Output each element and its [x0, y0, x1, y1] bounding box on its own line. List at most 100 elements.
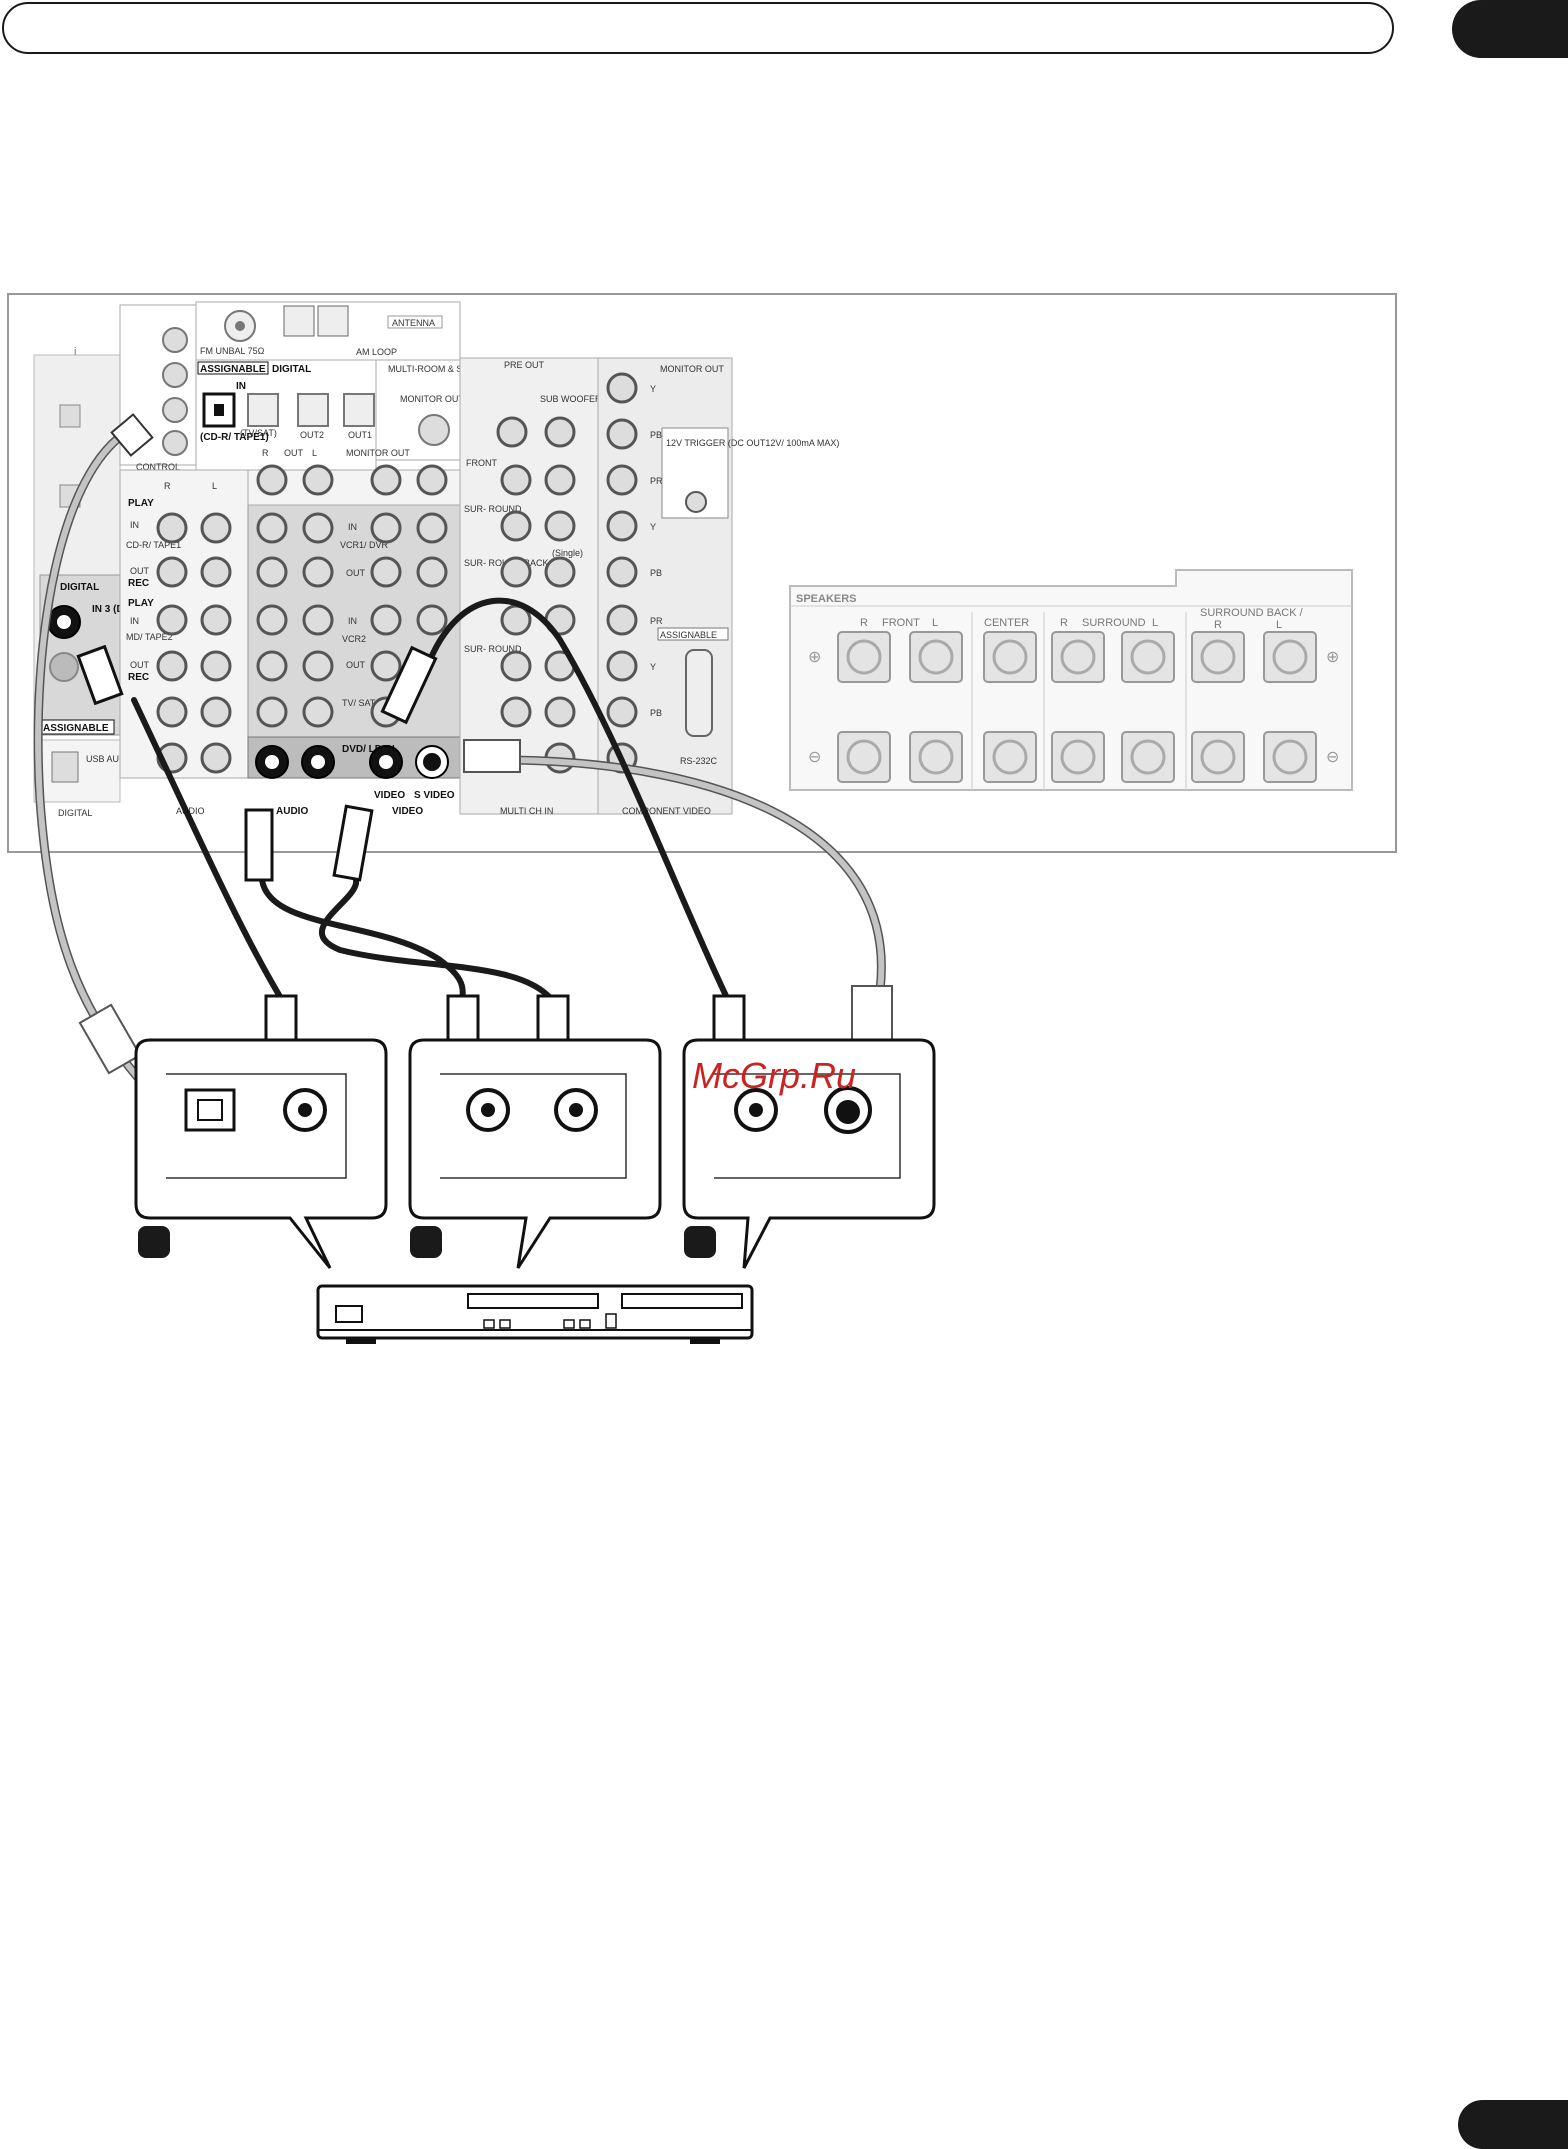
in-label-2: IN — [130, 616, 139, 626]
sub-woofer-label: SUB WOOFER — [540, 394, 602, 404]
out-label-2: OUT — [130, 660, 150, 670]
surround-label: SUR- ROUND — [464, 504, 522, 514]
front-r-label: R — [860, 617, 868, 629]
grid-l2-label: L — [312, 448, 317, 458]
monitor-out-label: MONITOR OUT — [346, 448, 410, 458]
callout-badge-2 — [410, 1226, 442, 1258]
play-label-1: PLAY — [128, 498, 154, 509]
dvd-ld-in-label: DVD/ LD IN — [342, 744, 395, 755]
surround-back-sp-label: SURROUND BACK / — [1200, 607, 1304, 619]
out2-label: OUT2 — [300, 430, 324, 440]
player-optical-out-jack[interactable] — [184, 1088, 236, 1132]
info-icon: i — [74, 346, 76, 358]
single-label: (Single) — [552, 548, 583, 558]
minus-icon-left: ⊖ — [808, 749, 821, 766]
minus-icon-right: ⊖ — [1326, 749, 1339, 766]
pb-label-2: PB — [650, 568, 662, 578]
callout-badge-1 — [138, 1226, 170, 1258]
video-section-label: VIDEO — [392, 806, 423, 817]
vcr1-dvr-label: VCR1/ DVR — [340, 540, 389, 550]
front-label: FRONT — [466, 458, 497, 468]
callout-2 — [408, 1038, 662, 1269]
vcr-out-label: OUT — [346, 568, 366, 578]
chapter-tab — [1452, 0, 1568, 58]
y-label-2: Y — [650, 522, 656, 532]
multi-room-label: MULTI-ROOM & SOURCE — [388, 364, 495, 374]
digital-label: DIGITAL — [60, 582, 99, 593]
s-video-label: S VIDEO — [414, 790, 455, 801]
dvd-player — [316, 1284, 754, 1344]
in-label-1: IN — [130, 520, 139, 530]
callout-badge-3 — [684, 1226, 716, 1258]
dvd-ld-audio-jacks[interactable] — [255, 745, 335, 779]
plus-icon-right: ⊕ — [1326, 649, 1339, 666]
pb-label-3: PB — [650, 708, 662, 718]
pr-label-1: PR — [650, 476, 663, 486]
pb-label-1: PB — [650, 430, 662, 440]
y-label-3: Y — [650, 662, 656, 672]
multi-ch-in-label: MULTI CH IN — [500, 806, 553, 816]
receiver-rear-panel: i DIGITAL IN 3 (DVD/ LD) ASSIGNABLE USB … — [33, 301, 839, 818]
multi-room-monitor-out-label: MONITOR OUT — [400, 394, 464, 404]
vcr2-in-label: IN — [348, 616, 357, 626]
center-label: CENTER — [984, 617, 1029, 629]
assignable-label-left: ASSIGNABLE — [43, 723, 109, 734]
rec-label-1: REC — [128, 578, 149, 589]
audio-label: AUDIO — [276, 806, 308, 817]
assignable-digital-label: ASSIGNABLE — [200, 364, 266, 375]
monitor-out-cv-label: MONITOR OUT — [660, 364, 724, 374]
vcr2-label: VCR2 — [342, 634, 366, 644]
surround-sp-label: SURROUND — [1082, 617, 1146, 629]
watermark: McGrp.Ru — [692, 1055, 856, 1096]
digital-bottom-label: DIGITAL — [58, 808, 92, 818]
grid-out-label: OUT — [284, 448, 304, 458]
surround-r-label: R — [1060, 617, 1068, 629]
header-bar — [2, 2, 1394, 54]
am-loop-label: AM LOOP — [356, 347, 397, 357]
assignable-cv-label: ASSIGNABLE — [660, 630, 717, 640]
surround-l-label: L — [1152, 617, 1158, 629]
vcr-in-label: IN — [348, 522, 357, 532]
multi-surround-label: SUR- ROUND — [464, 644, 522, 654]
speakers-panel: SPEAKERS R FRONT L CENTER R SURROUND L S… — [789, 569, 1353, 791]
grid-r-label: R — [164, 481, 171, 491]
front-sp-label: FRONT — [882, 617, 920, 629]
tv-sat-in-label: TV/ SAT IN — [342, 698, 387, 708]
diagram-frame — [7, 293, 1397, 853]
video-label: VIDEO — [374, 790, 405, 801]
usb-audio-label: USB AUDIO — [86, 754, 135, 764]
front-l-label: L — [932, 617, 938, 629]
optical-out1-jack[interactable] — [343, 393, 375, 427]
pr-label-2: PR — [650, 616, 663, 626]
audio-section-label: AUDIO — [176, 806, 205, 816]
grid-r2-label: R — [262, 448, 269, 458]
callout-1 — [134, 1038, 388, 1269]
component-video-label: COMPONENT VIDEO — [622, 806, 711, 816]
vcr2-out-label: OUT — [346, 660, 366, 670]
md-tape2-label: MD/ TAPE2 — [126, 632, 173, 642]
plus-icon-left: ⊕ — [808, 649, 821, 666]
play-label-2: PLAY — [128, 598, 154, 609]
speakers-label: SPEAKERS — [796, 593, 857, 605]
out-label-1: OUT — [130, 566, 150, 576]
trigger-label: 12V TRIGGER (DC OUT12V/ 100mA MAX) — [666, 438, 839, 448]
sb-r-label: R — [1214, 619, 1222, 631]
digital-in-label: IN — [236, 381, 246, 392]
sb-l-label: L — [1276, 619, 1282, 631]
rec-label-2: REC — [128, 672, 149, 683]
pre-out-label: PRE OUT — [504, 360, 545, 370]
cables — [33, 425, 886, 1085]
digital-header-label: DIGITAL — [272, 364, 311, 375]
control-label: CONTROL — [136, 462, 180, 472]
rs232c-label: RS-232C — [680, 756, 718, 766]
callout-3 — [682, 1038, 936, 1269]
out1-label: OUT1 — [348, 430, 372, 440]
fm-unbal-label: FM UNBAL 75Ω — [200, 346, 265, 356]
optical-in-2-jack[interactable] — [247, 393, 279, 427]
antenna-label: ANTENNA — [392, 318, 435, 328]
grid-l-label: L — [212, 481, 217, 491]
optical-out2-jack[interactable] — [297, 393, 329, 427]
digital-in-1-label: (CD-R/ TAPE1) — [200, 432, 269, 443]
page-number-tab — [1458, 2100, 1568, 2149]
